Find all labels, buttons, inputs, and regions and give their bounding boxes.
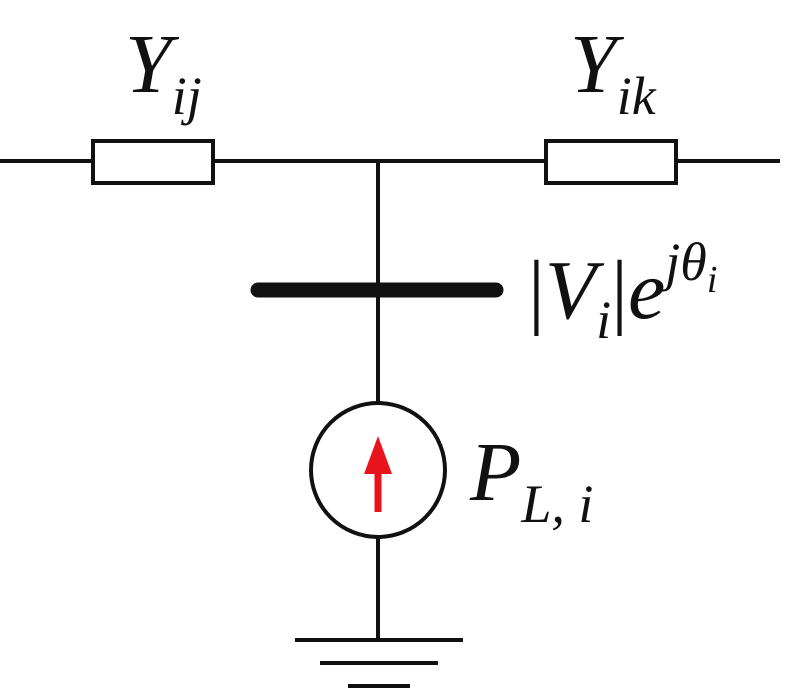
- label-admittance-ik: Yik: [570, 18, 657, 126]
- label-bus-voltage: |Vi|ejθi: [528, 232, 717, 350]
- admittance-ik-element: [544, 139, 678, 185]
- arrow-up-icon: [364, 436, 392, 512]
- ground-icon: [295, 638, 463, 688]
- label-admittance-ij: Yij: [125, 18, 202, 126]
- admittance-ij-element: [91, 139, 215, 185]
- label-load-power: PL, i: [469, 426, 593, 534]
